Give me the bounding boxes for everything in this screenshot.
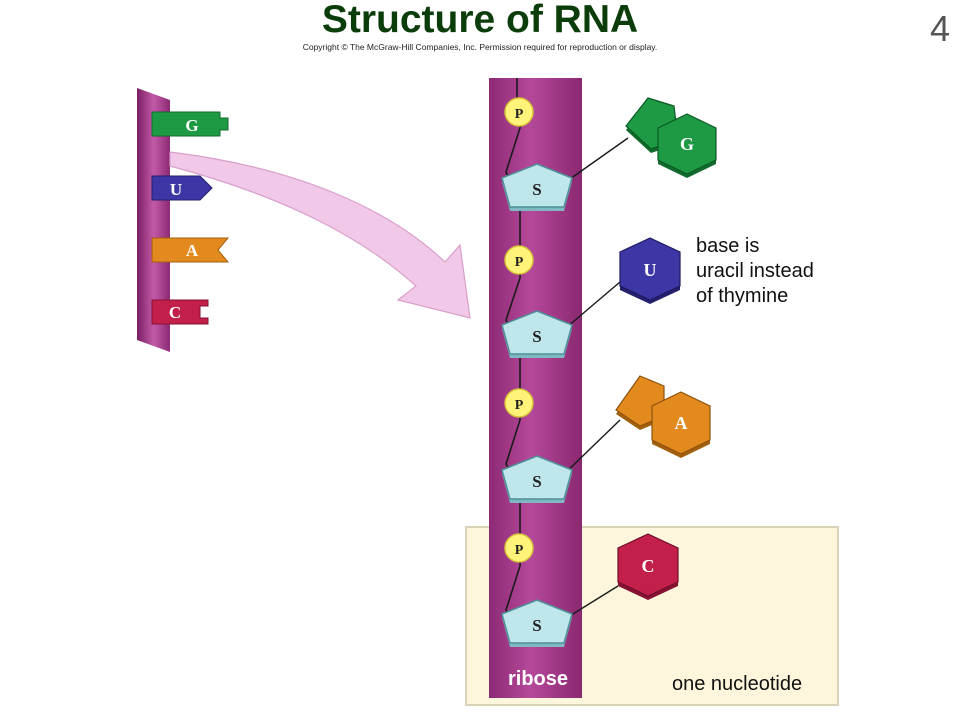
base-adenine-label: A	[675, 413, 688, 433]
phosphate-label: P	[515, 255, 524, 270]
rna-strand-segment: G U A C	[137, 88, 230, 352]
sugar-label: S	[532, 327, 541, 346]
base-cytosine: C	[617, 533, 679, 600]
strand-base-c: C	[151, 299, 209, 325]
uracil-note-line-2: uracil instead	[696, 260, 814, 282]
zoom-arrow	[169, 151, 471, 319]
base-adenine: A	[615, 375, 711, 458]
base-cytosine-label: C	[642, 556, 655, 576]
phosphate-3: P	[504, 388, 534, 418]
sugar-3: S	[501, 455, 573, 503]
strand-base-g-label: G	[185, 116, 198, 135]
uracil-note-line-1: base is	[696, 235, 759, 257]
base-uracil: U	[619, 237, 681, 304]
base-guanine: G	[625, 97, 717, 178]
copyright-notice: Copyright © The McGraw-Hill Companies, I…	[302, 42, 658, 52]
slide-title: Structure of RNA	[321, 0, 639, 41]
strand-base-a: A	[151, 237, 230, 263]
sugar-1: S	[501, 163, 573, 211]
base-guanine-label: G	[680, 134, 694, 154]
phosphate-1: P	[504, 97, 534, 127]
sugar-label: S	[532, 180, 541, 199]
sugar-4: S	[501, 599, 573, 647]
strand-base-c-label: C	[169, 303, 181, 322]
phosphate-label: P	[515, 107, 524, 122]
strand-base-u-label: U	[170, 180, 182, 199]
sugar-label: S	[532, 472, 541, 491]
phosphate-label: P	[515, 543, 524, 558]
phosphate-label: P	[515, 398, 524, 413]
strand-base-a-label: A	[186, 241, 199, 260]
phosphate-2: P	[504, 245, 534, 275]
glycosidic-bond	[559, 419, 621, 479]
sugar-label: S	[532, 616, 541, 635]
base-uracil-label: U	[644, 260, 657, 280]
slide-number: 4	[929, 8, 950, 49]
sugar-2: S	[501, 310, 573, 358]
uracil-note-line-3: of thymine	[696, 285, 788, 307]
ribose-label: ribose	[508, 668, 568, 690]
phosphate-4: P	[504, 533, 534, 563]
strand-base-g: G	[151, 111, 229, 137]
strand-base-u: U	[151, 175, 213, 201]
nucleotide-label: one nucleotide	[672, 673, 802, 695]
